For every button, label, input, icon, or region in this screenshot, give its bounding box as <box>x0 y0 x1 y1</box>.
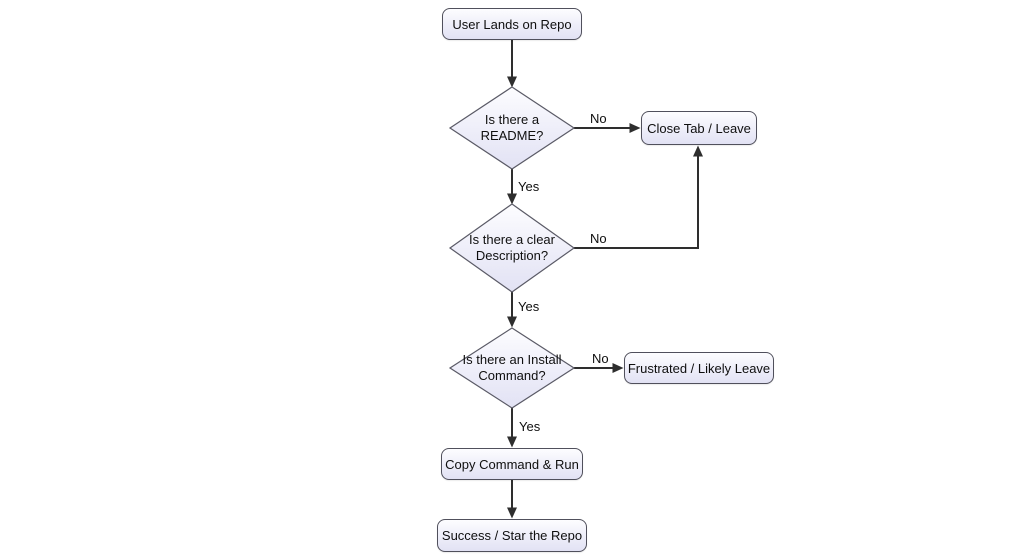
edge-label-yes-description: Yes <box>518 299 540 314</box>
decision-diamond-readme <box>448 86 576 170</box>
edge-label-yes-readme: Yes <box>518 179 540 194</box>
diamond-label-description: Is there a clear Description? <box>469 231 555 263</box>
edge-label-no-readme: No <box>590 111 607 126</box>
decision-diamond-description <box>448 203 576 293</box>
node-copy-command-run: Copy Command & Run <box>441 448 583 480</box>
node-close-tab-leave: Close Tab / Leave <box>641 111 757 145</box>
edge-label-no-install: No <box>592 351 609 366</box>
edge-label-no-description: No <box>590 231 607 246</box>
node-label: User Lands on Repo <box>452 16 572 32</box>
node-label: Success / Star the Repo <box>441 528 583 543</box>
node-success-star-repo: Success / Star the Repo <box>437 519 587 552</box>
node-label: Copy Command & Run <box>445 456 579 472</box>
node-label: Close Tab / Leave <box>647 120 751 136</box>
diamond-label-readme: Is there a README? <box>480 111 544 143</box>
edge-description-no-to-close-tab <box>574 145 703 249</box>
edge-label-yes-install: Yes <box>519 419 541 434</box>
node-label: Frustrated / Likely Leave <box>627 360 771 376</box>
decision-diamond-install-command <box>448 327 576 409</box>
node-frustrated-likely-leave: Frustrated / Likely Leave <box>624 352 774 384</box>
diamond-label-install-command: Is there an Install Command? <box>462 351 562 383</box>
node-user-lands-on-repo: User Lands on Repo <box>442 8 582 40</box>
